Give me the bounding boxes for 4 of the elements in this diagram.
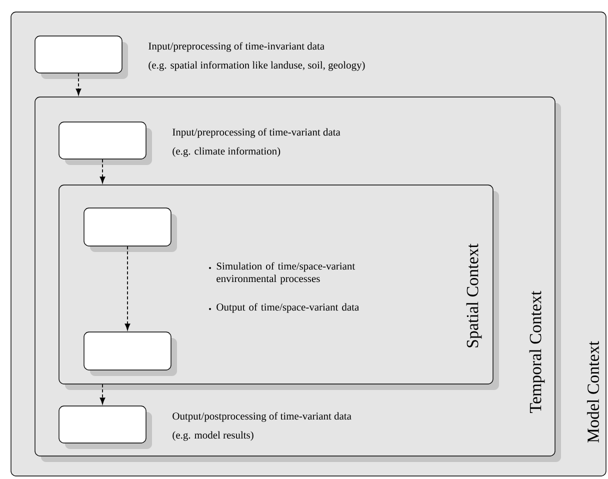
description-text: Input/preprocessing of time-invariant data — [148, 42, 324, 52]
arrow — [76, 72, 82, 96]
context-label: Model Context — [587, 341, 599, 443]
description-text: (e.g. spatial information like landuse, soil, geology) — [148, 61, 365, 71]
